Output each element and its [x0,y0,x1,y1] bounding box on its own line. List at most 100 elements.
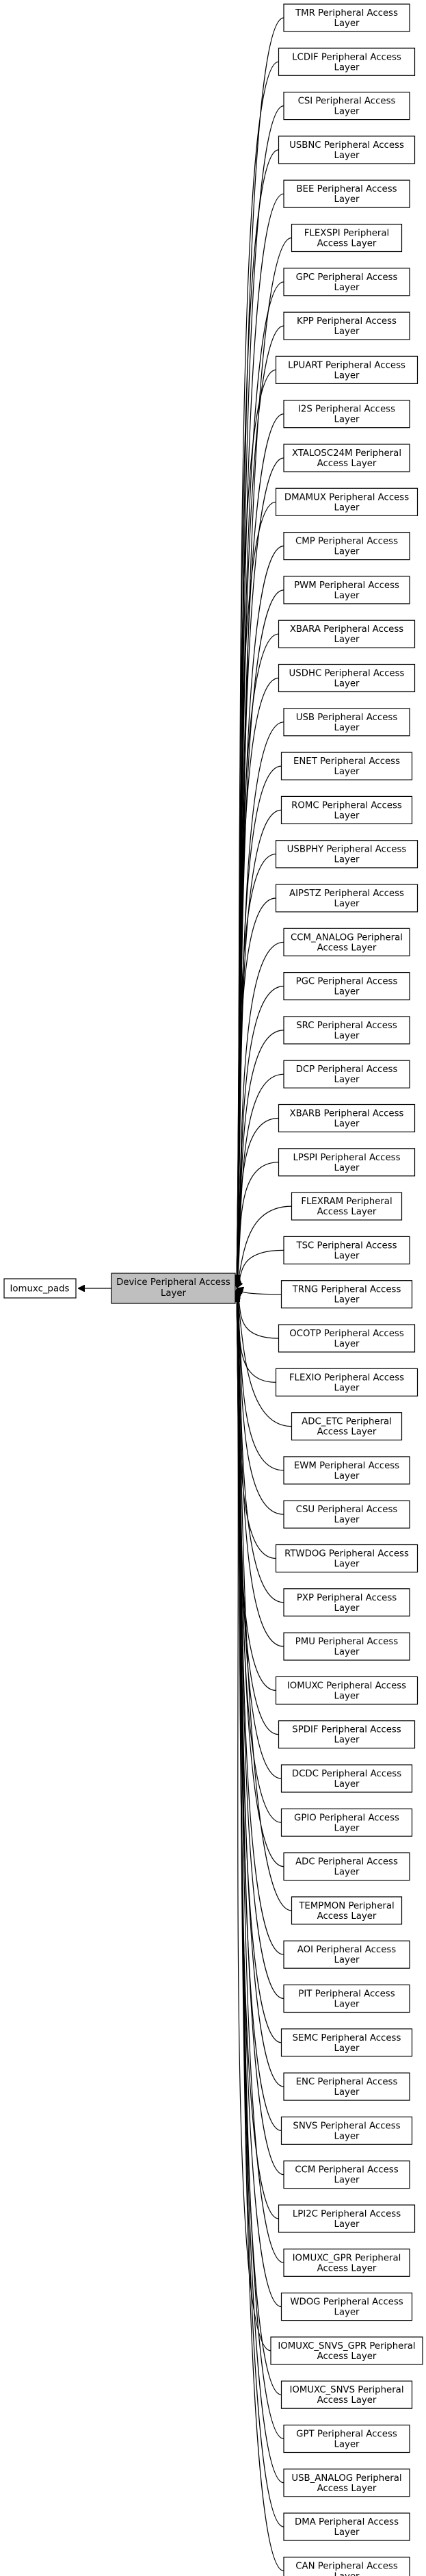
pmu-node-box [283,1632,410,1661]
iomuxc-pads-node[interactable]: Iomuxc_pads [3,1278,77,1299]
gpc-node-box [283,268,410,296]
iomuxc-snvs-node-box [280,2380,413,2409]
dcp-node-box [283,1060,410,1088]
lpuart-node-box [275,355,418,385]
iomuxc-pads-label: Iomuxc_pads [10,1284,70,1295]
xbara-node-box [278,620,416,648]
edge-tsc-to-center [236,1249,284,1288]
adc-node-box [283,1852,410,1881]
usbphy-node-box [275,840,418,869]
ccm-analog-node-box [283,928,410,956]
aipstz-node-box [275,884,418,913]
dcdc-node-box [280,1764,413,1793]
flexspi-node-box [291,223,403,253]
enet-node-box [280,752,413,780]
edge-adc-etc-to-center [237,1289,292,1427]
usb-node-box [283,708,410,737]
lpspi-node-box [278,1148,416,1177]
usbnc-node-box [278,136,416,164]
pit-node-box [283,1984,410,2013]
ccm-node-box [283,2160,410,2189]
pwm-node-box [283,576,410,604]
trng-node-box [280,1280,413,1309]
adc-etc-node-box [291,1412,403,1441]
